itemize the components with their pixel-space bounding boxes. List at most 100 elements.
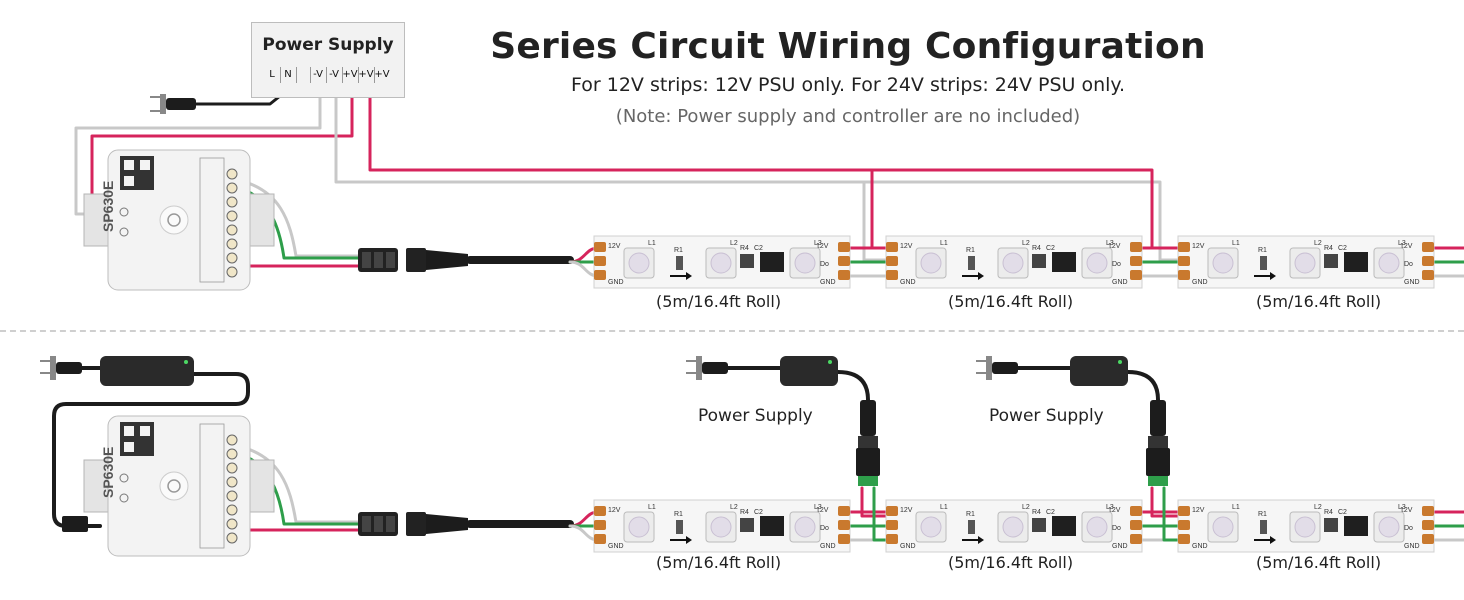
pad-label: 12V [1108, 243, 1121, 250]
component-label: R4 [740, 245, 749, 252]
solder-pad [594, 270, 606, 280]
section-divider [0, 330, 1464, 332]
led-chip [1378, 252, 1400, 274]
component-label: L3 [814, 504, 822, 511]
component-label: L1 [1232, 240, 1240, 247]
wire-gray-bus-2 [862, 180, 1184, 262]
component-label: C2 [754, 509, 763, 516]
led-chip [1294, 516, 1316, 538]
pad-label: GND [608, 279, 624, 286]
resistor [968, 520, 975, 534]
plug-icon [150, 94, 196, 114]
solder-pad [1178, 534, 1190, 544]
roll-label: (5m/16.4ft Roll) [1256, 553, 1382, 572]
psu-terminal: L [264, 67, 281, 83]
dc-connector-icon [856, 400, 880, 486]
component-label: R4 [1032, 509, 1041, 516]
led-chip [628, 252, 650, 274]
psu-terminal: +V [342, 67, 359, 83]
solder-pad [1130, 242, 1142, 252]
resistor [1260, 520, 1267, 534]
solder-pad [594, 506, 606, 516]
controller-model: SP630E [100, 446, 116, 498]
pad-label: Do [1404, 261, 1413, 268]
solder-pad [1130, 534, 1142, 544]
component-label: R1 [1258, 247, 1267, 254]
solder-pad [886, 506, 898, 516]
controller-model: SP630E [100, 180, 116, 232]
component-label: L3 [1106, 240, 1114, 247]
solder-pad [1130, 520, 1142, 530]
pad-label: GND [1404, 279, 1420, 286]
roll-label: (5m/16.4ft Roll) [1256, 292, 1382, 311]
component-label: L1 [940, 240, 948, 247]
component-label: L2 [1022, 504, 1030, 511]
component-label: C2 [754, 245, 763, 252]
wire-black-adapter [52, 372, 250, 528]
solder-pad [594, 242, 606, 252]
pad-label: GND [1192, 279, 1208, 286]
resistor [1324, 254, 1338, 268]
component-label: R1 [674, 511, 683, 518]
power-adapter-icon [40, 356, 194, 386]
solder-pad [1422, 256, 1434, 266]
led-chip [1294, 252, 1316, 274]
pad-label: GND [608, 543, 624, 550]
pad-label: 12V [1108, 507, 1121, 514]
pad-label: 12V [900, 243, 913, 250]
ic-chip [1344, 516, 1368, 536]
resistor [676, 256, 683, 270]
solder-pad [838, 242, 850, 252]
resistor [740, 254, 754, 268]
solder-pad [1422, 520, 1434, 530]
component-label: L3 [814, 240, 822, 247]
psu-terminal [296, 67, 311, 83]
diagram-title: Series Circuit Wiring Configuration [490, 26, 1206, 67]
solder-pad [1130, 506, 1142, 516]
solder-pad [594, 520, 606, 530]
solder-pad [1422, 242, 1434, 252]
controller-device-bottom [62, 415, 275, 557]
component-label: R4 [1324, 245, 1333, 252]
led-chip [628, 516, 650, 538]
component-label: C2 [1046, 509, 1055, 516]
solder-pad [1422, 534, 1434, 544]
solder-pad [1178, 506, 1190, 516]
component-label: L3 [1398, 240, 1406, 247]
pad-label: 12V [1400, 243, 1413, 250]
arrow-icon [978, 536, 984, 544]
component-label: C2 [1338, 245, 1347, 252]
led-chip [710, 516, 732, 538]
resistor [1260, 256, 1267, 270]
led-chip [1212, 516, 1234, 538]
led-chip [1086, 516, 1108, 538]
arrow-icon [1270, 536, 1276, 544]
component-label: C2 [1338, 509, 1347, 516]
solder-pad [1422, 270, 1434, 280]
jst-connector-top [358, 248, 468, 272]
roll-label: (5m/16.4ft Roll) [656, 553, 782, 572]
pad-label: 12V [900, 507, 913, 514]
ic-chip [760, 252, 784, 272]
psu-terminal: +V [358, 67, 375, 83]
pad-label: GND [1112, 279, 1128, 286]
pad-label: GND [1404, 543, 1420, 550]
resistor [1324, 518, 1338, 532]
solder-pad [838, 270, 850, 280]
component-label: C2 [1046, 245, 1055, 252]
power-adapter-icon [976, 356, 1128, 386]
controller-device-top [83, 149, 275, 291]
led-chip [920, 516, 942, 538]
pad-label: Do [1112, 525, 1121, 532]
component-label: R4 [1032, 245, 1041, 252]
component-label: L2 [1022, 240, 1030, 247]
solder-pad [838, 520, 850, 530]
wire-out-gray [236, 178, 362, 258]
